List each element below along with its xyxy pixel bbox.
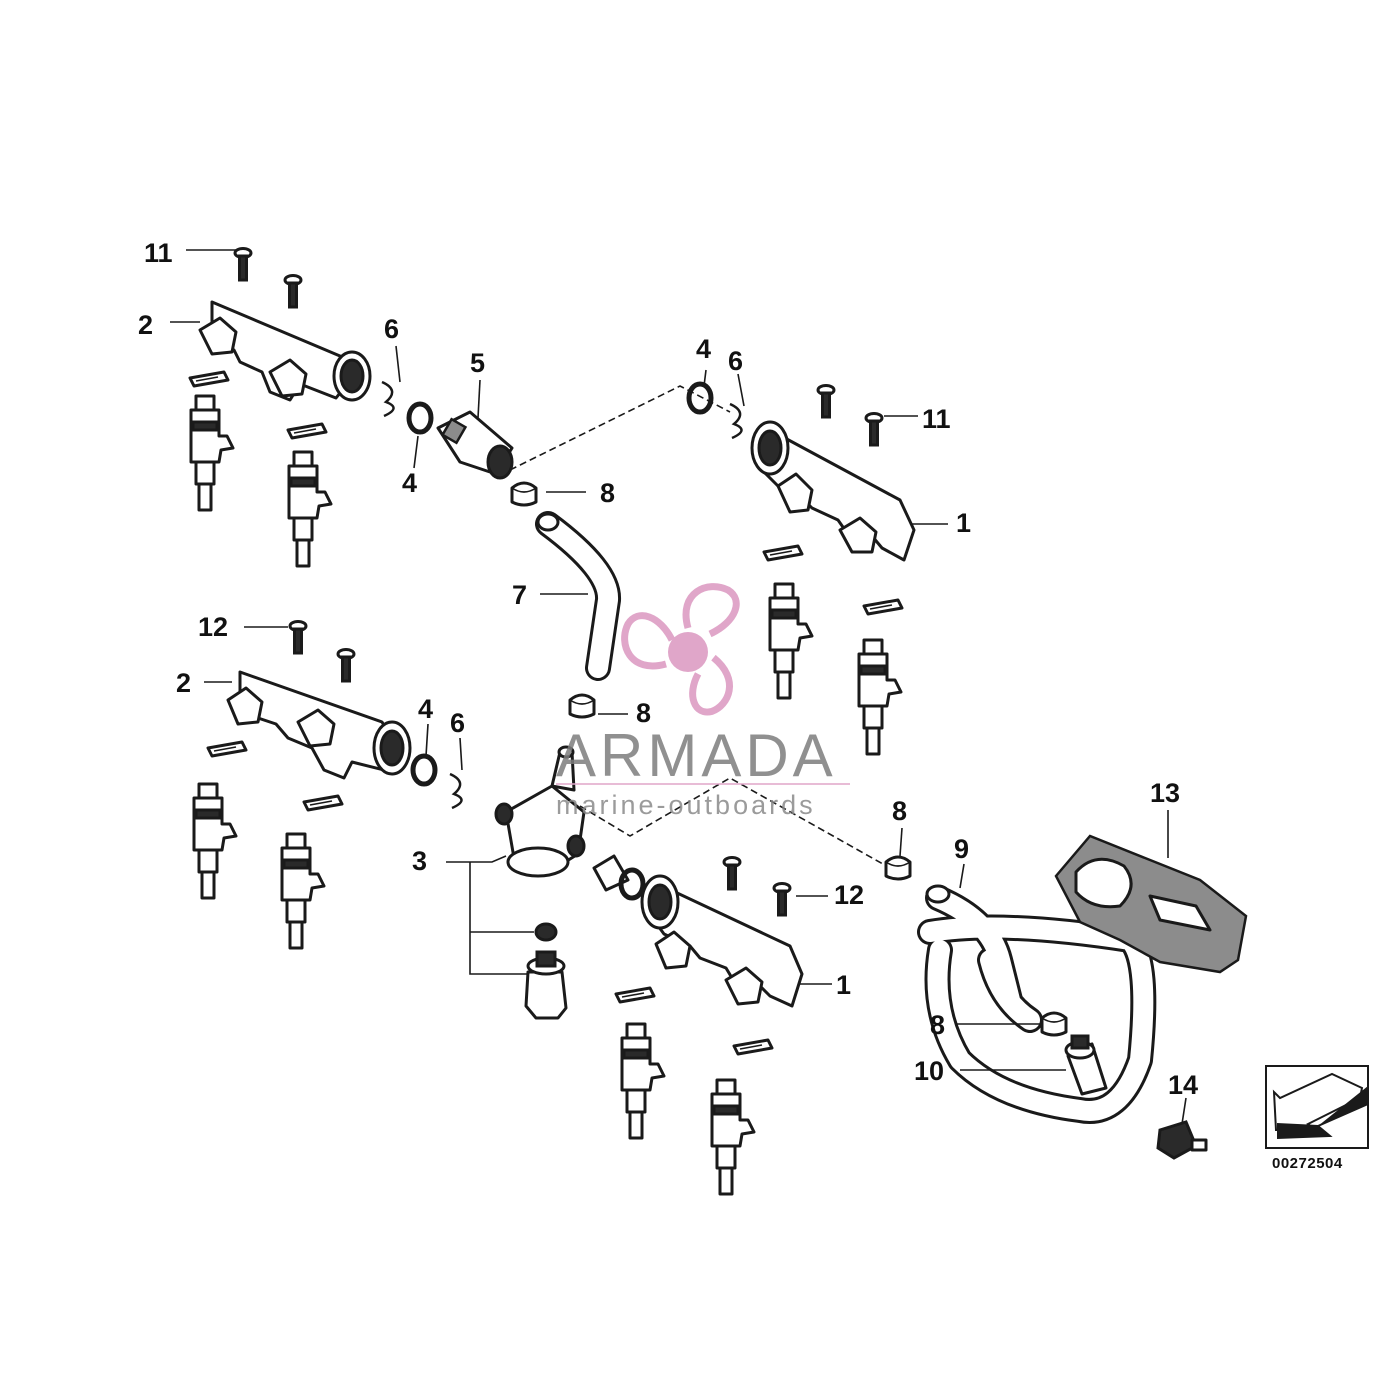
hose-clamp-10: [1040, 1011, 1068, 1037]
callout-12-b: 12: [834, 880, 864, 910]
pressure-regulator-3: [494, 745, 586, 878]
screw-lower-left-2: [336, 648, 356, 683]
screw-upper-right-1: [816, 384, 836, 419]
callout-11-b: 11: [922, 404, 951, 434]
fuel-rail-upper-right: [750, 420, 916, 562]
clip-upper-left-2: [286, 422, 328, 440]
clip-upper-right-1: [762, 544, 804, 562]
reference-code: 00272504: [1272, 1155, 1343, 1172]
callout-4-c: 4: [418, 694, 433, 724]
injector-upper-left-2: [287, 450, 333, 568]
callout-5: 5: [470, 348, 485, 378]
screw-12-lower-right: [772, 882, 792, 917]
screw-12-lower-left: [288, 620, 308, 655]
leader-lines: [170, 249, 1187, 1125]
callout-1-b: 1: [836, 970, 851, 1000]
direction-arrow-box: [1265, 1065, 1369, 1149]
cover-13: [1054, 834, 1248, 974]
clip-lower-right-2: [732, 1038, 774, 1056]
callout-6-c: 6: [450, 708, 465, 738]
brand-logo: ARMADA marine-outboards: [556, 583, 850, 820]
connection-line-lower: [579, 777, 891, 869]
callout-4-a: 4: [402, 468, 417, 498]
fuel-rail-lower-left: [226, 670, 412, 780]
propeller-icon: [621, 583, 740, 716]
screw-upper-left-2: [283, 274, 303, 309]
clip-upper-right-2: [862, 598, 904, 616]
hose-clamp-upper: [510, 481, 538, 507]
spring-clip-lower-left: [448, 772, 463, 810]
callout-14: 14: [1168, 1070, 1198, 1100]
injector-upper-right-2: [857, 638, 903, 756]
regulator-valve-3: [524, 950, 568, 1020]
brand-name: ARMADA: [556, 722, 837, 789]
callout-12-a: 12: [198, 612, 228, 642]
fuel-rail-upper-left: [198, 300, 372, 402]
brand-tagline: marine-outboards: [556, 790, 816, 820]
clip-upper-left-1: [188, 370, 230, 388]
callout-2-a: 2: [138, 310, 153, 340]
injector-upper-left-1: [189, 394, 235, 512]
callout-9: 9: [954, 834, 969, 864]
hose-clamp-9: [884, 855, 912, 881]
callout-11-a: 11: [144, 238, 173, 268]
callout-7: 7: [512, 580, 527, 610]
injector-lower-right-1: [620, 1022, 666, 1140]
callout-6-b: 6: [728, 346, 743, 376]
o-ring-lower-right: [621, 870, 643, 898]
connector-5: [436, 410, 514, 480]
injector-lower-left-1: [192, 782, 238, 900]
fitting-14: [1156, 1120, 1208, 1160]
o-ring-upper-right: [689, 384, 711, 412]
callout-8-c: 8: [892, 796, 907, 826]
clip-lower-right-1: [614, 986, 656, 1004]
injector-upper-right-1: [768, 582, 814, 700]
hose-clamp-mid: [568, 693, 596, 719]
spring-clip-upper-right: [728, 402, 743, 440]
injector-lower-right-2: [710, 1078, 756, 1196]
callout-4-b: 4: [696, 334, 711, 364]
callout-10: 10: [914, 1056, 944, 1086]
callout-8-d: 8: [930, 1010, 945, 1040]
callout-3: 3: [412, 846, 427, 876]
screw-11-upper-right: [864, 412, 884, 447]
hose-7: [535, 511, 621, 681]
callout-1-a: 1: [956, 508, 971, 538]
fuel-rail-lower-right: [640, 874, 804, 1008]
callout-8-a: 8: [600, 478, 615, 508]
fitting-10: [1064, 1034, 1108, 1096]
hose-9: [917, 884, 1157, 1124]
screw-lower-right-1: [722, 856, 742, 891]
injector-lower-left-2: [280, 832, 326, 950]
spring-clip-upper-left: [380, 380, 395, 418]
o-ring-lower-left: [413, 756, 435, 784]
o-ring-upper-left: [409, 404, 431, 432]
seal-ring-3: [534, 922, 558, 942]
callout-labels: 11 2 6 4 5 8 4 6 11 1 7 12 2 8 4 6 3 12 …: [138, 238, 1198, 1100]
callout-13: 13: [1150, 778, 1180, 808]
callout-8-b: 8: [636, 698, 651, 728]
screw-11-upper-left: [233, 247, 253, 282]
callout-6-a: 6: [384, 314, 399, 344]
connection-line-upper: [509, 385, 731, 471]
clip-lower-left-1: [206, 740, 248, 758]
clip-lower-left-2: [302, 794, 344, 812]
callout-2-b: 2: [176, 668, 191, 698]
